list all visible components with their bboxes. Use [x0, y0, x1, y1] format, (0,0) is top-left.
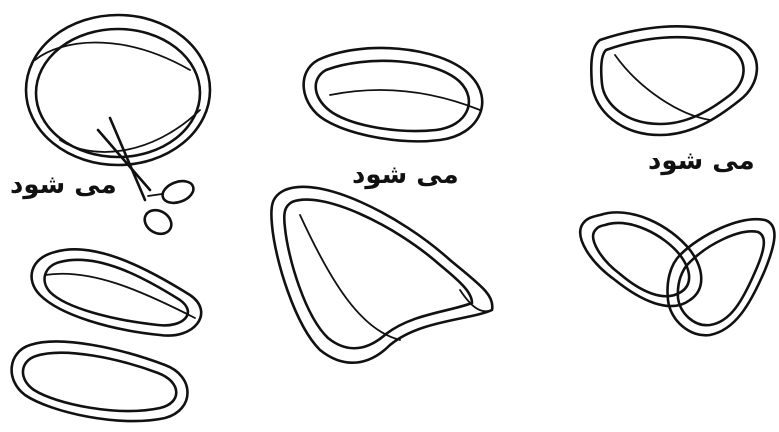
left-result-ring-bottom	[12, 342, 188, 422]
right-linked-ring-b	[668, 219, 775, 335]
middle-ring-top	[304, 48, 483, 141]
left-ring-being-cut	[26, 15, 210, 165]
right-ring-top	[591, 26, 757, 135]
caption-right: می شود	[648, 146, 755, 176]
right-linked-ring-a	[580, 212, 701, 306]
caption-left: می شود	[10, 170, 117, 200]
caption-middle: می شود	[352, 160, 459, 190]
left-result-ring-top	[32, 249, 202, 335]
middle-twisted-band	[271, 187, 492, 363]
